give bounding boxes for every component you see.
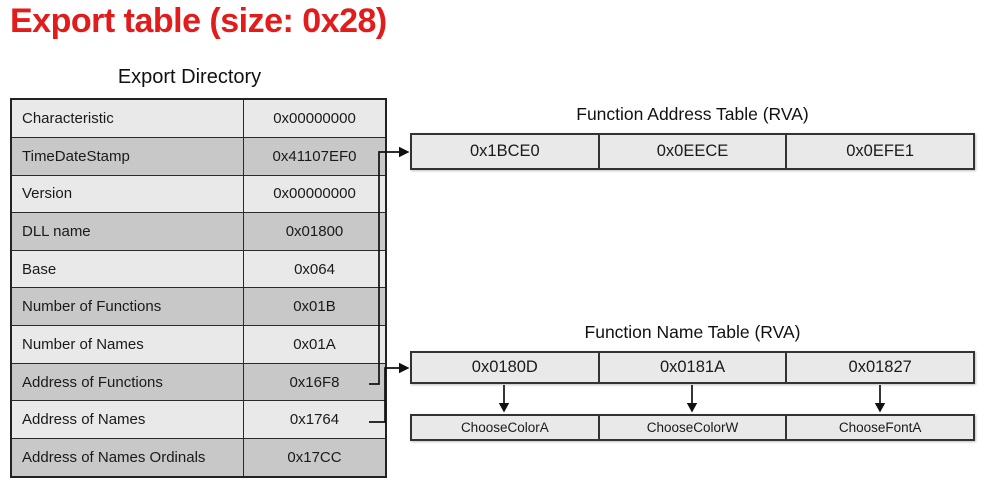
table-row: Number of Names 0x01A bbox=[10, 325, 387, 364]
address-cell: 0x0EECE bbox=[597, 135, 786, 168]
table-row: Number of Functions 0x01B bbox=[10, 287, 387, 327]
field-name: DLL name bbox=[10, 212, 244, 251]
table-row: Version 0x00000000 bbox=[10, 174, 387, 214]
function-name-table: 0x0180D 0x0181A 0x01827 bbox=[410, 351, 975, 384]
field-name: Address of Names bbox=[10, 400, 244, 439]
field-name: Address of Names Ordinals bbox=[10, 437, 244, 478]
field-value: 0x00000000 bbox=[243, 98, 387, 139]
function-name-cell: ChooseColorW bbox=[597, 416, 786, 439]
table-row: Address of Names Ordinals 0x17CC bbox=[10, 437, 387, 478]
table-row: Address of Names 0x1764 bbox=[10, 400, 387, 439]
name-rva-cell: 0x0181A bbox=[597, 353, 786, 382]
field-name: Version bbox=[10, 174, 244, 214]
field-value: 0x064 bbox=[243, 249, 387, 289]
arrow-name-rva-2 bbox=[874, 385, 886, 413]
field-value: 0x41107EF0 bbox=[243, 137, 387, 176]
field-value: 0x01800 bbox=[243, 212, 387, 251]
function-name-cell: ChooseColorA bbox=[460, 420, 549, 435]
table-row: DLL name 0x01800 bbox=[10, 212, 387, 251]
field-value: 0x17CC bbox=[243, 437, 387, 478]
table-row: Address of Functions 0x16F8 bbox=[10, 362, 387, 402]
function-name-string-row: ChooseColorA ChooseColorW ChooseFontA bbox=[410, 414, 975, 441]
table-row: TimeDateStamp 0x41107EF0 bbox=[10, 137, 387, 176]
field-name: Characteristic bbox=[10, 98, 244, 139]
field-name: Number of Names bbox=[10, 325, 244, 364]
field-value: 0x16F8 bbox=[243, 362, 387, 402]
arrow-name-rva-0 bbox=[498, 385, 510, 413]
function-address-table-title: Function Address Table (RVA) bbox=[576, 104, 809, 124]
field-name: Address of Functions bbox=[10, 362, 244, 402]
name-rva-cell: 0x0180D bbox=[471, 358, 538, 376]
address-cell: 0x0EFE1 bbox=[785, 135, 973, 168]
field-value: 0x00000000 bbox=[243, 174, 387, 214]
field-name: Base bbox=[10, 249, 244, 289]
field-value: 0x01A bbox=[243, 325, 387, 364]
address-cell: 0x1BCE0 bbox=[469, 142, 540, 160]
function-name-table-title: Function Name Table (RVA) bbox=[584, 322, 801, 342]
name-rva-cell: 0x01827 bbox=[785, 353, 973, 382]
field-value: 0x1764 bbox=[243, 400, 387, 439]
field-name: TimeDateStamp bbox=[10, 137, 244, 176]
function-address-table: 0x1BCE0 0x0EECE 0x0EFE1 bbox=[410, 133, 975, 170]
arrow-name-rva-1 bbox=[686, 385, 698, 413]
export-directory-label: Export Directory bbox=[117, 66, 262, 88]
field-value: 0x01B bbox=[243, 287, 387, 327]
field-name: Number of Functions bbox=[10, 287, 244, 327]
export-directory-table: Characteristic 0x00000000 TimeDateStamp … bbox=[10, 98, 387, 478]
page-title: Export table (size: 0x28) bbox=[10, 2, 387, 40]
table-row: Characteristic 0x00000000 bbox=[10, 98, 387, 139]
function-name-cell: ChooseFontA bbox=[785, 416, 973, 439]
table-row: Base 0x064 bbox=[10, 249, 387, 289]
